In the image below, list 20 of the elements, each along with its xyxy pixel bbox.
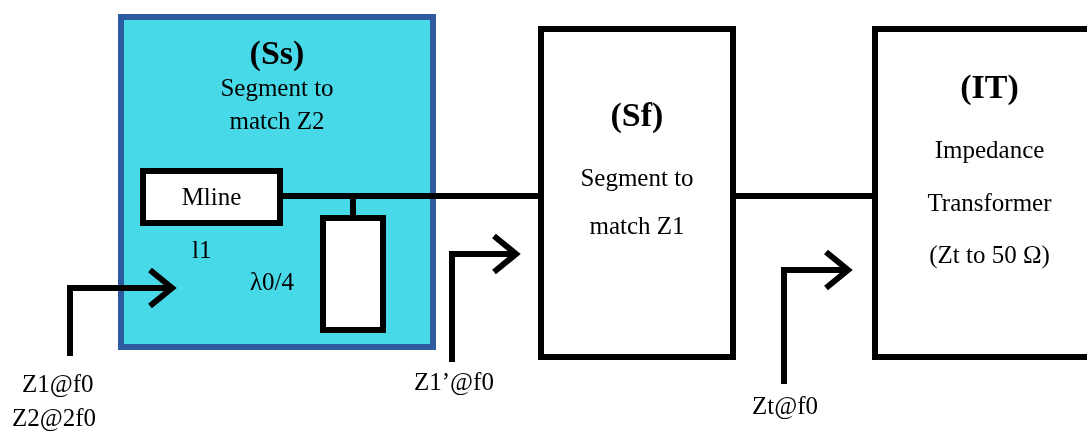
- transformer-block: [872, 26, 1087, 360]
- block-description: Segment to match Z1: [579, 163, 695, 241]
- block-description: (Zt to 50 Ω): [928, 240, 1051, 271]
- impedance-label: Z1’@f0: [414, 368, 494, 396]
- stub-box: [320, 215, 386, 333]
- impedance-label: Z1@f0: [22, 370, 94, 398]
- connection-line: [736, 193, 872, 199]
- impedance-label: Zt@f0: [752, 392, 819, 420]
- component-label: Mline: [181, 181, 242, 212]
- block-title: (Ss): [249, 34, 305, 72]
- block-description: Impedance Transformer: [926, 135, 1053, 218]
- mline-box: [140, 168, 283, 226]
- wavelength-label: λ0/4: [250, 268, 295, 296]
- block-title: (IT): [960, 68, 1019, 106]
- segment-block: [118, 14, 436, 350]
- block-title: (Sf): [610, 96, 664, 134]
- length-label: l1: [192, 236, 212, 264]
- segment-block: [538, 26, 736, 360]
- block-description: Segment to match Z2: [219, 73, 335, 136]
- impedance-label: Z2@2f0: [12, 404, 97, 432]
